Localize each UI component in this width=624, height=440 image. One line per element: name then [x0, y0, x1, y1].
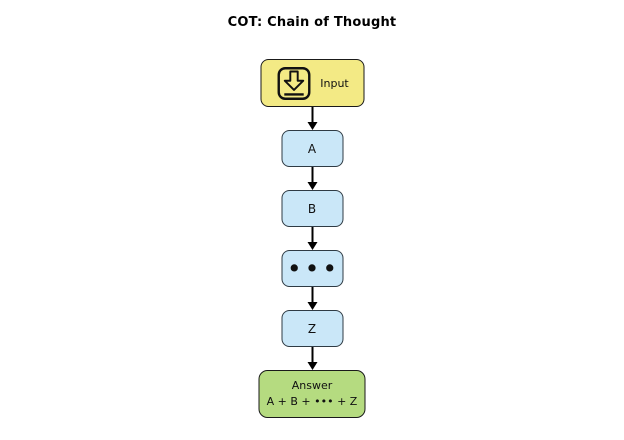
- arrow-down-icon: [307, 287, 317, 310]
- arrow-down-icon: [307, 167, 317, 190]
- arrow-head: [307, 182, 317, 190]
- diagram-title: COT: Chain of Thought: [227, 15, 397, 30]
- arrow-shaft: [311, 167, 313, 183]
- arrow-head: [307, 362, 317, 370]
- chain-node-label: Z: [307, 321, 317, 336]
- arrow-shaft: [311, 347, 313, 363]
- answer-node-label: Answer: [291, 379, 333, 392]
- arrow-head: [307, 302, 317, 310]
- download-input-icon: [277, 66, 311, 100]
- answer-node-formula: A + B + ••• + Z: [266, 395, 358, 408]
- chain-node-label: B: [307, 201, 317, 216]
- chain-node-b: B: [281, 190, 343, 227]
- chain-node-ellipsis: •••: [281, 250, 343, 287]
- arrow-shaft: [311, 227, 313, 243]
- chain-node-a: A: [281, 130, 343, 167]
- arrow-head: [307, 122, 317, 130]
- arrow-down-icon: [307, 107, 317, 130]
- input-node-label: Input: [320, 76, 349, 90]
- arrow-shaft: [311, 107, 313, 123]
- arrow-shaft: [311, 287, 313, 303]
- flow-column: Input A B ••• Z: [258, 59, 366, 418]
- chain-node-label: A: [307, 141, 317, 156]
- arrow-down-icon: [307, 227, 317, 250]
- arrow-down-icon: [307, 347, 317, 370]
- arrow-head: [307, 242, 317, 250]
- chain-node-z: Z: [281, 310, 343, 347]
- answer-node: Answer A + B + ••• + Z: [258, 370, 366, 418]
- ellipsis-dots: •••: [286, 254, 341, 283]
- input-node: Input: [260, 59, 364, 107]
